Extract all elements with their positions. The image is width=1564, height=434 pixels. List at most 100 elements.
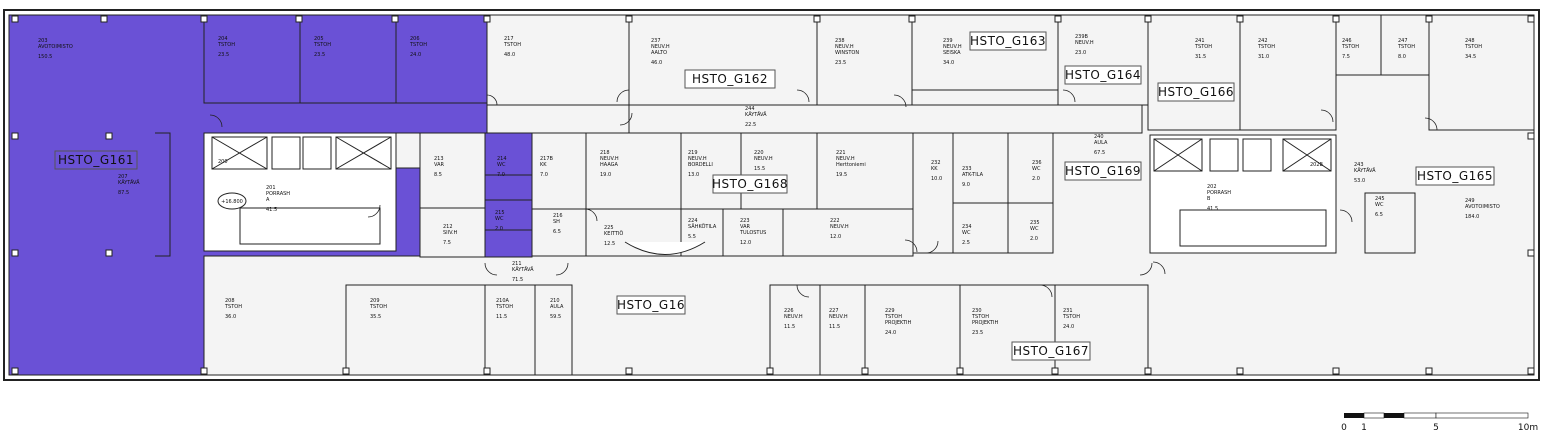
room-213-text: VAR bbox=[434, 162, 445, 168]
room-202-text: PORRASH bbox=[1207, 190, 1231, 196]
room-242-text: 242 bbox=[1258, 38, 1268, 44]
zone-label-box bbox=[969, 31, 1047, 51]
room-203-text: 203 bbox=[38, 38, 48, 44]
room-201-text: PORRASH bbox=[266, 191, 290, 197]
room-220-text: NEUV.H bbox=[754, 156, 773, 162]
zone-label-hsto_g165[interactable]: HSTO_G165 bbox=[1415, 166, 1495, 186]
room-204-text: 23.5 bbox=[218, 52, 229, 58]
room-249-text: 184.0 bbox=[1465, 214, 1479, 220]
room-202B[interactable]: 202B bbox=[1310, 162, 1324, 168]
room-215-text: WC bbox=[495, 216, 504, 222]
room-223-text: VAR bbox=[740, 224, 751, 230]
room-203-text: 150.5 bbox=[38, 54, 52, 60]
room-235-text: 235 bbox=[1030, 220, 1040, 226]
zone-label-hsto_g168[interactable]: HSTO_G168 bbox=[712, 174, 788, 194]
zone-label-hsto_g169[interactable]: HSTO_G169 bbox=[1064, 161, 1142, 181]
zone-label-hsto_g167[interactable]: HSTO_G167 bbox=[1011, 341, 1091, 361]
zone-label-box bbox=[1157, 82, 1235, 102]
room-210-text: 210 bbox=[550, 298, 560, 304]
room-210A-text: 11.5 bbox=[496, 314, 507, 320]
zone-label-text: HSTO_G164 bbox=[1065, 68, 1141, 82]
zone-label-hsto_g16[interactable]: HSTO_G16 bbox=[616, 295, 686, 315]
room-224-text: 224 bbox=[688, 218, 698, 224]
zone-label-hsto_g162[interactable]: HSTO_G162 bbox=[684, 69, 776, 89]
room-246-text: 7.5 bbox=[1342, 54, 1350, 60]
zone-label-hsto_g163[interactable]: HSTO_G163 bbox=[969, 31, 1047, 51]
room-245-text: 6.5 bbox=[1375, 212, 1383, 218]
zone-label-text: HSTO_G161 bbox=[58, 153, 134, 167]
room-229-text: TSTOH bbox=[884, 314, 902, 320]
zone-label-hsto_g164[interactable]: HSTO_G164 bbox=[1064, 65, 1142, 85]
zone-label-hsto_g166[interactable]: HSTO_G166 bbox=[1157, 82, 1235, 102]
zone-label-text: HSTO_G16 bbox=[617, 298, 685, 312]
room-248-text: 248 bbox=[1465, 38, 1475, 44]
room-221-text: 19.5 bbox=[836, 172, 847, 178]
room-200[interactable]: 200 bbox=[218, 159, 228, 165]
room-210A-text: TSTOH bbox=[495, 304, 513, 310]
room-210-text: 59.5 bbox=[550, 314, 561, 320]
room-220-text: 220 bbox=[754, 150, 764, 156]
room-202B-text: 202B bbox=[1310, 162, 1324, 168]
scale-tick-1: 1 bbox=[1361, 423, 1367, 433]
zone-label-box bbox=[1011, 341, 1091, 361]
room-230-text: 230 bbox=[972, 308, 982, 314]
zone-label-hsto_g161[interactable]: HSTO_G161 bbox=[54, 150, 138, 170]
room-212-text: 7.5 bbox=[443, 240, 451, 246]
scale-bar: 0 1 5 10m bbox=[1341, 412, 1538, 433]
room-212-text: 212 bbox=[443, 224, 453, 230]
room-207-text: 87.5 bbox=[118, 190, 129, 196]
